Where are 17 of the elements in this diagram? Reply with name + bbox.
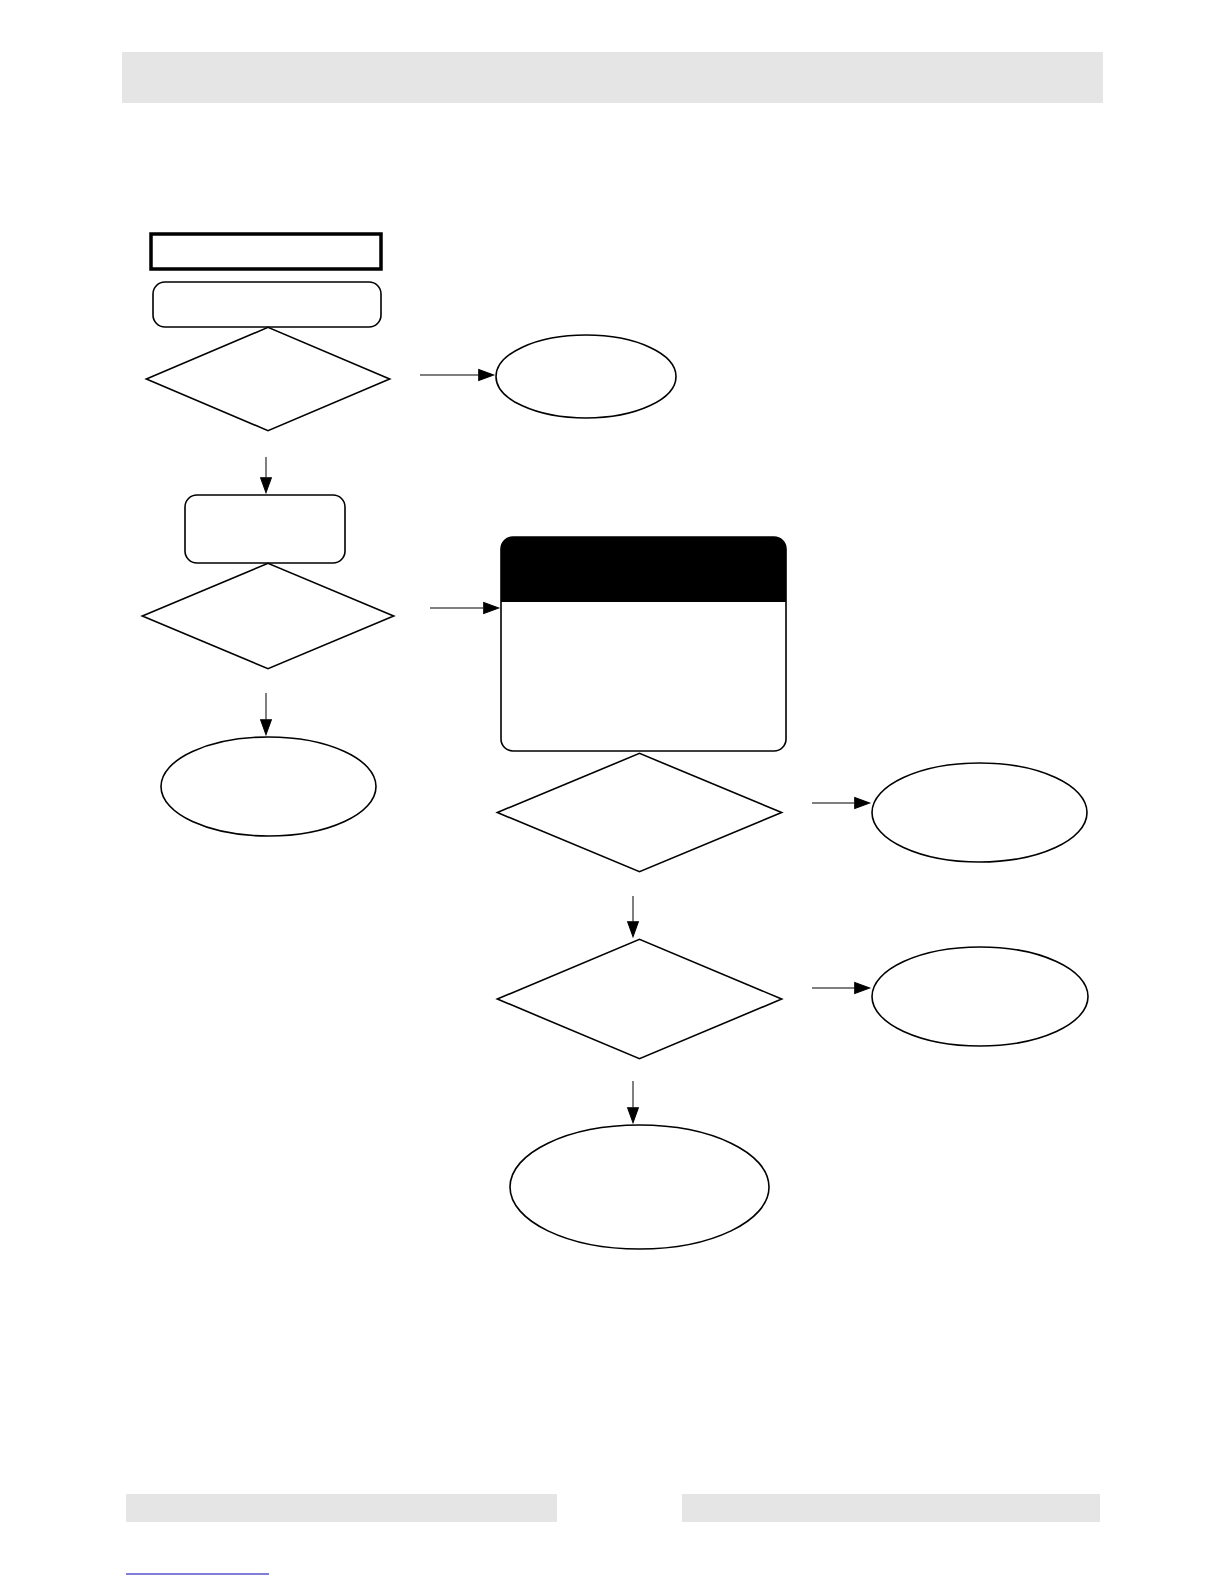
arrow: [627, 895, 639, 938]
terminal-ellipse: [871, 946, 1089, 1047]
terminal-ellipse: [495, 334, 677, 419]
process-box: [184, 494, 346, 564]
arrow: [811, 982, 871, 994]
arrow: [260, 456, 272, 494]
process-box: [152, 281, 382, 328]
title-box: [149, 232, 383, 271]
arrow: [419, 369, 495, 381]
arrow: [260, 692, 272, 736]
terminal-ellipse: [509, 1124, 770, 1250]
arrow: [429, 602, 500, 614]
warning-box: [500, 536, 787, 752]
arrow: [811, 797, 871, 809]
arrow: [627, 1080, 639, 1124]
terminal-ellipse: [871, 762, 1088, 863]
terminal-ellipse: [160, 736, 377, 837]
